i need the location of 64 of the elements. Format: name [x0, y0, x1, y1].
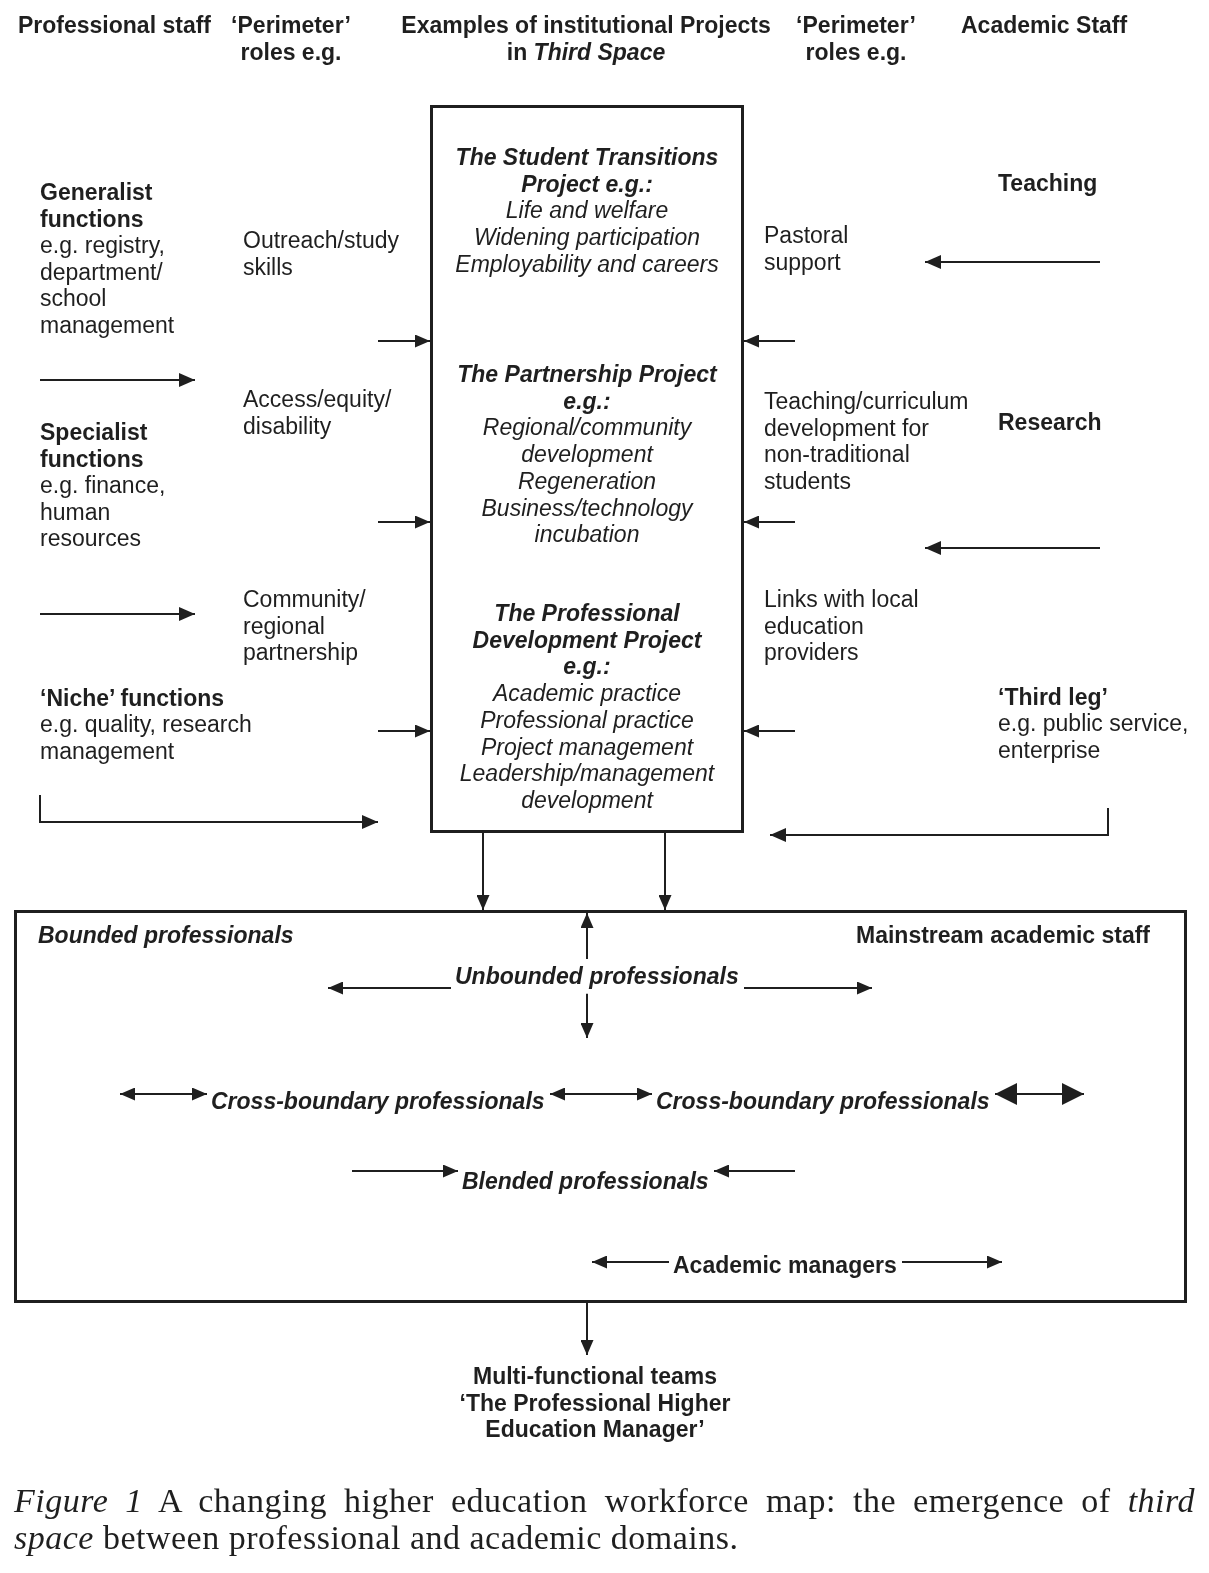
column-heading: ‘Perimeter’ roles e.g. — [795, 12, 917, 66]
double-arrow — [994, 1083, 1085, 1105]
column-heading: Examples of institutional Projects in Third Space — [400, 12, 772, 66]
function-examples: e.g. quality, research management — [40, 711, 253, 765]
corner-label: Mainstream academic staff — [856, 922, 1150, 949]
activity-heading: Research — [998, 409, 1103, 436]
project-example: Business/technology incubation — [481, 494, 693, 548]
arrow — [377, 515, 431, 529]
project-box — [430, 105, 744, 833]
arrow — [743, 334, 796, 348]
column-heading: Academic Staff — [961, 12, 1129, 39]
outcome-label: ‘The Professional Higher Education Manager’ — [459, 1389, 731, 1444]
project-example: Widening participation — [473, 224, 701, 251]
figure-caption: Figure 1 A changing higher education workforce map: the emergence of third space between professional and academic domains. — [14, 1482, 1195, 1556]
staff-type-label: Cross-boundary professionals — [211, 1088, 546, 1115]
activity-examples: e.g. public service, enterprise — [998, 710, 1190, 764]
role-text: Links with local education providers — [764, 586, 920, 667]
double-arrow — [549, 1087, 653, 1101]
project-example: Regeneration — [517, 467, 657, 495]
corner-label: Bounded professionals — [38, 922, 294, 949]
project-example: Academic practice — [492, 680, 682, 707]
arrow — [743, 724, 796, 738]
staff-type-label: Cross-boundary professionals — [656, 1088, 991, 1115]
column-heading: Professional staff — [18, 12, 212, 39]
function-examples: e.g. finance, human resources — [40, 472, 167, 553]
staff-type-label: Unbounded professionals — [455, 963, 740, 990]
staff-type-label: Blended professionals — [462, 1168, 710, 1195]
role-text: Access/equity/ disability — [243, 386, 393, 440]
arrow — [580, 1302, 594, 1356]
outcome-label: Multi-functional teams — [472, 1363, 718, 1390]
double-arrow — [119, 1087, 208, 1101]
role-text: Outreach/study skills — [243, 227, 400, 281]
arrow — [591, 1255, 670, 1269]
arrow — [351, 1164, 459, 1178]
arrow — [580, 992, 594, 1039]
role-text: Community/ regional partnership — [243, 586, 367, 667]
function-heading: ‘Niche’ functions — [40, 685, 226, 712]
project-heading: The Professional Development Project e.g.: — [472, 600, 702, 681]
project-example: Regional/community development — [482, 414, 692, 468]
arrow — [743, 515, 796, 529]
workforce-box — [14, 910, 1187, 1303]
project-heading: The Partnership Project e.g.: — [456, 361, 718, 415]
project-example: Project management — [480, 733, 694, 761]
function-examples: e.g. registry, department/ school management — [40, 232, 176, 339]
project-heading: The Student Transitions Project e.g.: — [455, 144, 719, 198]
column-heading: ‘Perimeter’ roles e.g. — [230, 12, 352, 66]
staff-type-label: Academic managers — [673, 1252, 898, 1279]
arrow — [327, 981, 452, 995]
project-example: Leadership/management development — [459, 760, 715, 814]
arrow — [476, 832, 490, 911]
activity-heading: ‘Third leg’ — [998, 684, 1109, 711]
arrow — [377, 334, 431, 348]
arrow — [713, 1164, 796, 1178]
activity-heading: Teaching — [998, 170, 1099, 197]
arrow — [580, 912, 594, 960]
project-example: Employability and careers — [454, 250, 720, 278]
project-example: Life and welfare — [505, 197, 669, 225]
arrow — [743, 981, 873, 995]
role-text: Pastoral support — [764, 222, 850, 276]
arrow — [658, 832, 672, 911]
arrow — [901, 1255, 1003, 1269]
arrow — [377, 724, 431, 738]
role-text: Teaching/curriculum development for non-traditional students — [764, 388, 970, 495]
project-example: Professional practice — [479, 706, 695, 734]
